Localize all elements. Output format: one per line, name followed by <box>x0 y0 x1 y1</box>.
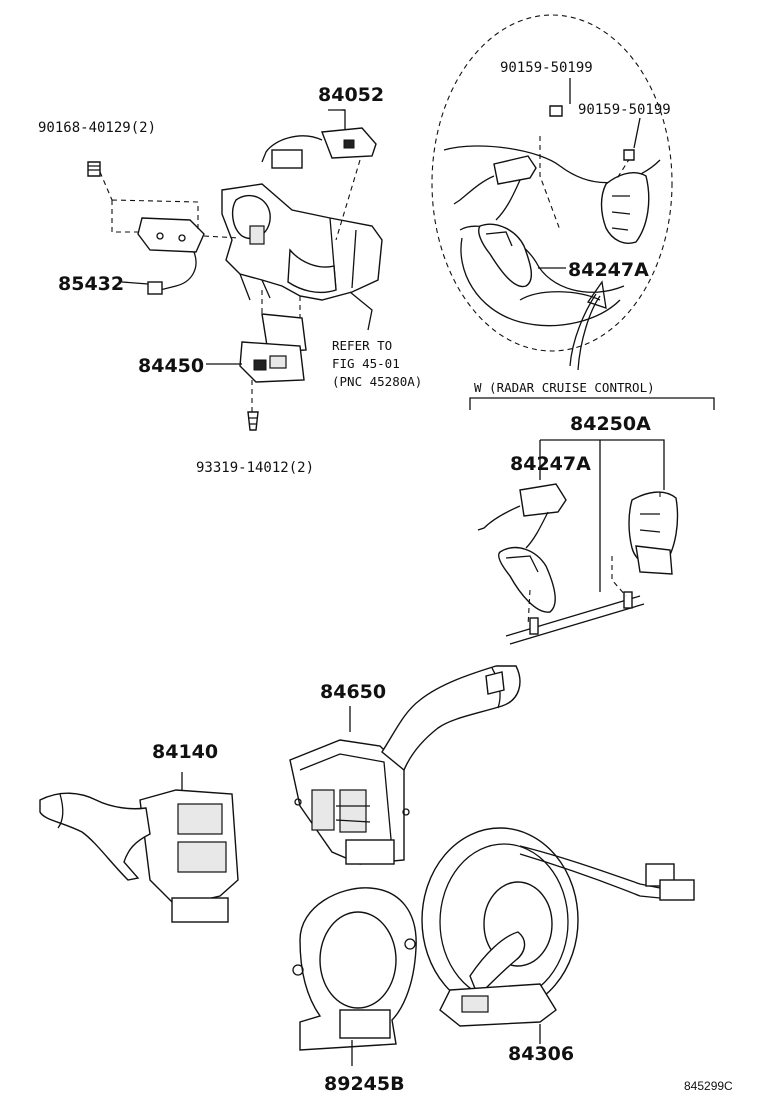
label-84250A: 84250A <box>570 413 651 435</box>
label-85432: 85432 <box>58 273 124 295</box>
steering-wheel <box>431 14 673 371</box>
combination-switch-84650 <box>289 665 521 865</box>
label-screw-90159-a: 90159-50199 <box>500 60 593 76</box>
label-84247A-kit: 84247A <box>510 453 591 475</box>
labels: 84052 90168-40129(2) 85432 84450 REFER T… <box>38 60 733 1095</box>
leader-lines <box>121 109 345 365</box>
radar-cruise-note: W (RADAR CRUISE CONTROL) <box>474 380 655 395</box>
label-84140: 84140 <box>152 741 218 763</box>
spiral-cable-84306 <box>421 827 695 1044</box>
label-84650: 84650 <box>320 681 386 703</box>
label-screw-90159-b: 90159-50199 <box>578 102 671 118</box>
label-89245B: 89245B <box>324 1073 405 1095</box>
spiral-cable-89245B <box>292 887 417 1066</box>
refer-note-line1: REFER TO <box>332 338 392 353</box>
label-84247A-wheel: 84247A <box>568 259 649 281</box>
ignition-lock-assembly <box>87 109 383 431</box>
figure-id: 845299C <box>684 1079 733 1093</box>
refer-note-line3: (PNC 45280A) <box>332 374 422 389</box>
radar-cruise-kit <box>469 397 715 645</box>
label-84306: 84306 <box>508 1043 574 1065</box>
refer-note-line2: FIG 45-01 <box>332 356 400 371</box>
label-screw-93319: 93319-14012(2) <box>196 460 314 476</box>
label-screw-90168: 90168-40129(2) <box>38 120 156 136</box>
label-84450: 84450 <box>138 355 204 377</box>
label-84052: 84052 <box>318 84 384 106</box>
combination-switch-84140 <box>39 772 239 923</box>
